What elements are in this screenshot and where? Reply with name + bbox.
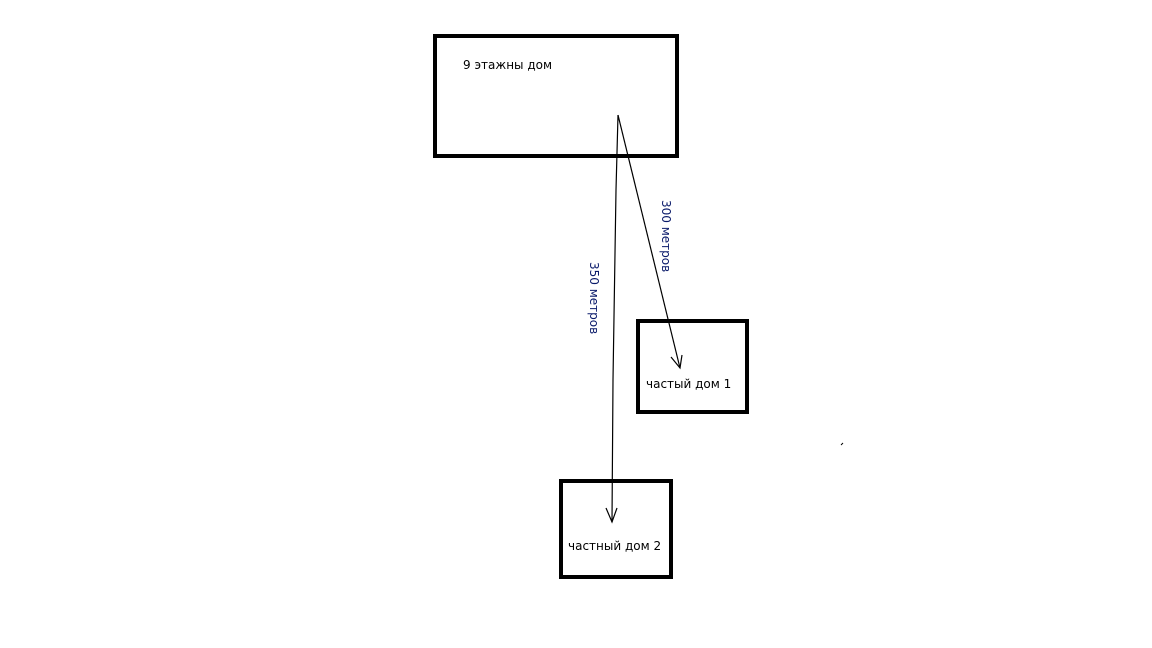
- house1-label: частый дом 1: [646, 377, 731, 391]
- distance-label-house1: 300 метров: [659, 200, 673, 272]
- tower-box: [433, 34, 679, 158]
- distance-label-house2: 350 метров: [587, 262, 601, 334]
- arrow-to-house1: [617, 114, 681, 369]
- house1-box: [636, 319, 749, 414]
- arrowhead-house2-icon: [605, 507, 618, 524]
- house2-box: [559, 479, 673, 579]
- stray-mark: [840, 442, 844, 446]
- house2-label: частный дом 2: [568, 539, 661, 553]
- arrowhead-house1-icon: [670, 354, 683, 370]
- tower-label: 9 этажны дом: [463, 58, 552, 72]
- arrow-to-house2: [611, 114, 619, 523]
